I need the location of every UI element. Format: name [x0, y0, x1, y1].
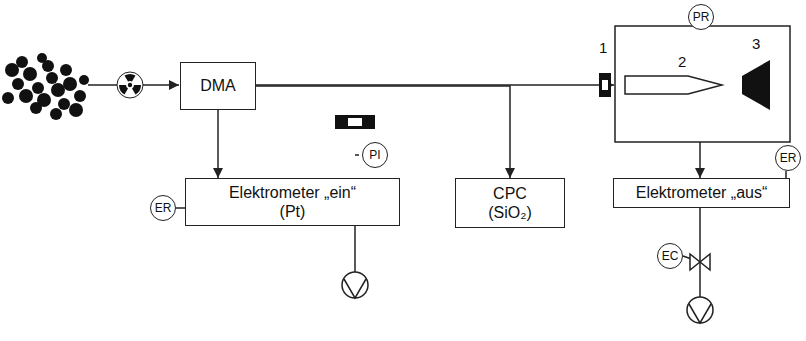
instrument-circle: EC [657, 243, 683, 269]
instrument-circle: PR [688, 4, 714, 30]
particle-cluster [2, 53, 89, 120]
node-text: (Pt) [280, 202, 306, 221]
connector [785, 171, 787, 178]
counter-box: CPC(SiO₂) [455, 178, 565, 228]
node-text: EC [662, 249, 679, 263]
node-text: DMA [200, 76, 236, 95]
pump-symbol [687, 297, 713, 323]
connector [176, 207, 185, 209]
pump-line [354, 226, 356, 272]
instrument-circle: ER [775, 145, 801, 171]
filter-symbol [602, 80, 608, 90]
node-text: PR [693, 10, 710, 24]
filter-symbol [599, 73, 611, 97]
connector [217, 110, 219, 178]
node-text: (SiO₂) [488, 203, 532, 222]
electrometer-box: Elektrometer „aus“ [613, 178, 790, 208]
chamber-box [615, 26, 790, 142]
pump-line [699, 208, 701, 297]
outlet-line [699, 142, 701, 178]
node-text: Elektrometer „ein“ [229, 183, 356, 202]
node-text: ER [155, 201, 172, 215]
electrometer-box: Elektrometer „ein“(Pt) [185, 178, 400, 226]
callout-number: 2 [676, 54, 688, 71]
nozzle [625, 76, 722, 94]
node-text: PI [369, 148, 380, 162]
node-text: ER [780, 151, 797, 165]
pump-symbol [342, 272, 368, 298]
instrument-circle: PI [362, 142, 388, 168]
node-text: Elektrometer „aus“ [636, 183, 768, 202]
connector [256, 86, 510, 178]
callout-number: 1 [597, 40, 609, 57]
main-line [256, 84, 614, 86]
filter-symbol [335, 115, 375, 129]
callout-number: 3 [750, 36, 762, 53]
radiation-symbol [117, 72, 143, 98]
filter-symbol [348, 118, 362, 126]
impactor-plate [742, 60, 770, 110]
pump-symbol [689, 304, 711, 323]
instrument-circle: ER [150, 195, 176, 221]
process-box: DMA [180, 62, 256, 110]
pump-symbol [344, 279, 366, 298]
valve-symbol [690, 254, 710, 270]
pi-tap [355, 154, 359, 156]
node-text: CPC [493, 184, 527, 203]
